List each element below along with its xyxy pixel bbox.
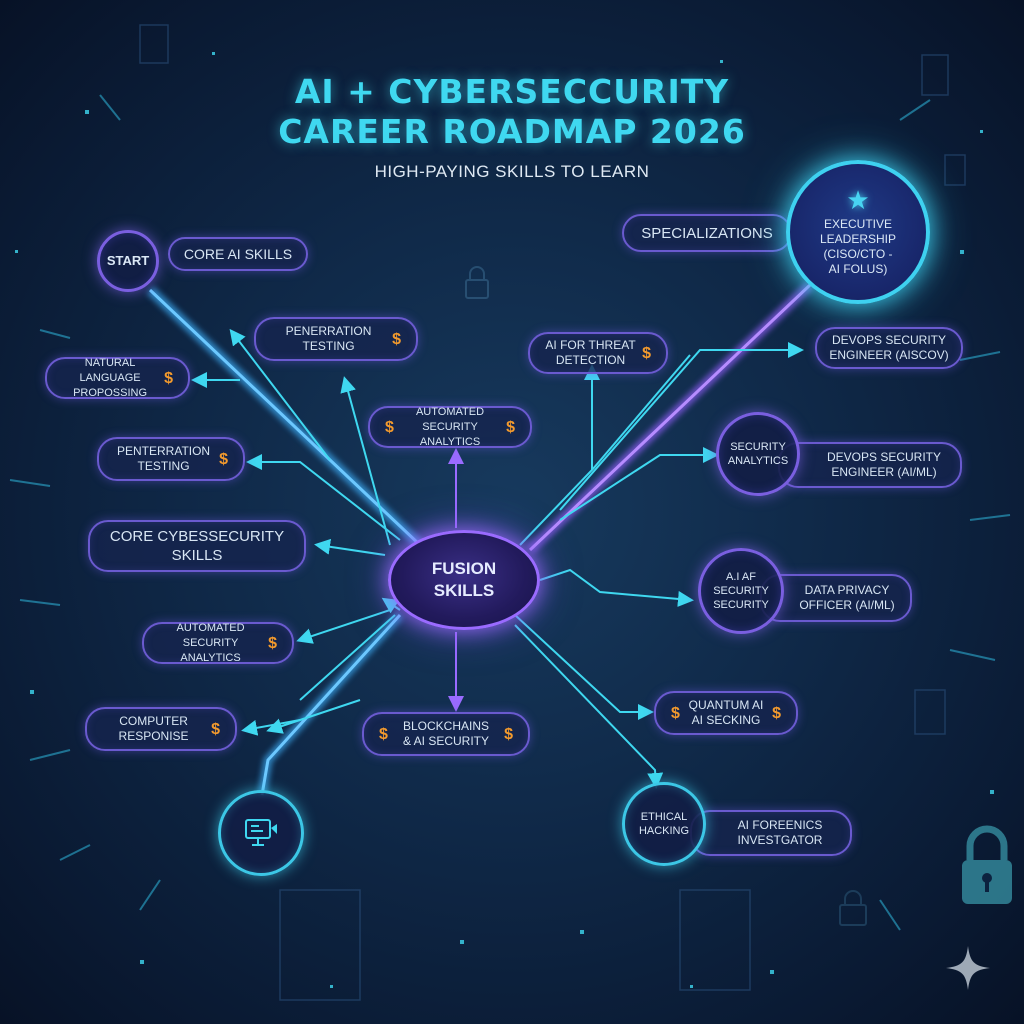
specializations-label: SPECIALIZATIONS — [641, 224, 773, 242]
ethical-hacking-circle-node[interactable]: ETHICAL HACKING — [622, 782, 706, 866]
executive-label-4: AI FOLUS) — [828, 262, 888, 276]
sparkle-icon — [946, 946, 990, 990]
core-ai-skills-node[interactable]: CORE AI SKILLS — [168, 237, 308, 271]
penetration-testing-top-label-1: PENERRATION — [285, 324, 372, 338]
executive-leadership-node[interactable]: ★ EXECUTIVE LEADERSHIP (CISO/CTO - AI FO… — [786, 160, 930, 304]
dollar-icon: $ — [671, 704, 680, 722]
automated-security-analytics-top-node[interactable]: $ AUTOMATED SECURITY ANALYTICS $ — [368, 406, 532, 448]
dollar-icon: $ — [164, 369, 173, 387]
blockchain-label-2: & AI SECURITY — [402, 734, 490, 748]
executive-label-2: LEADERSHIP — [819, 232, 897, 246]
dollar-icon: $ — [504, 725, 513, 743]
padlock-icon — [465, 266, 489, 299]
ethical-label-1: ETHICAL — [640, 811, 688, 823]
data-privacy-label-2: OFFICER (AI/ML) — [799, 598, 895, 612]
dollar-icon: $ — [211, 720, 220, 738]
nlp-node[interactable]: NATURAL LANGUAGE PROPOSSING $ — [45, 357, 190, 399]
forensics-label-1: AI FOREENICS — [737, 818, 823, 832]
monitor-icon — [245, 819, 277, 846]
core-cyber-label-1: CORE CYBESSECURITY — [109, 528, 285, 545]
security-analytics-circle-node[interactable]: SECURITY ANALYTICS — [716, 412, 800, 496]
dollar-icon: $ — [392, 330, 401, 348]
dollar-icon: $ — [642, 344, 651, 362]
core-cyber-label-2: SKILLS — [171, 547, 223, 564]
ai-security-circle-node[interactable]: A.I AF SECURITY SECURITY — [698, 548, 784, 634]
nlp-label-1: NATURAL LANGUAGE — [79, 356, 141, 384]
ai-threat-label-2: DETECTION — [555, 353, 626, 367]
start-node[interactable]: START — [97, 230, 159, 292]
automated-top-label-2: SECURITY ANALYTICS — [419, 420, 481, 448]
ai-security-label-1: A.I AF — [726, 571, 756, 583]
nlp-label-2: PROPOSSING — [73, 386, 148, 399]
title-line-1: AI + CYBERSECCURITY — [294, 72, 730, 111]
penetration-testing-mid-label-1: PENTERRATION — [116, 444, 211, 458]
devops-top-label-2: ENGINEER (AISCOV) — [829, 348, 949, 362]
dollar-icon: $ — [385, 418, 394, 436]
start-label: START — [106, 253, 150, 268]
automated-top-label-1: AUTOMATED — [415, 405, 485, 418]
padlock-icon — [962, 825, 1012, 904]
penetration-testing-top-label-2: TESTING — [302, 339, 355, 353]
ai-security-label-3: SECURITY — [713, 599, 769, 611]
fusion-skills-node[interactable]: FUSION SKILLS — [388, 530, 540, 630]
automated-security-analytics-left-node[interactable]: AUTOMATED SECURITY ANALYTICS $ — [142, 622, 294, 664]
computer-response-label-1: COMPUTER — [119, 714, 188, 728]
dollar-icon: $ — [506, 418, 515, 436]
penetration-testing-mid-label-2: TESTING — [137, 459, 190, 473]
fusion-label-1: FUSION — [431, 559, 497, 578]
core-ai-skills-label: CORE AI SKILLS — [183, 245, 293, 262]
devops-top-label-1: DEVOPS SECURITY — [831, 333, 947, 347]
blockchain-label-1: BLOCKCHAINS — [402, 719, 490, 733]
security-analytics-label-2: ANALYTICS — [727, 455, 789, 467]
quantum-label-2: AI SECKING — [691, 713, 761, 727]
padlock-icon — [839, 890, 867, 926]
title-line-2: CAREER ROADMAP 2026 — [278, 112, 746, 151]
ai-threat-label-1: AI FOR THREAT — [545, 338, 636, 352]
subtitle: HIGH-PAYING SKILLS TO LEARN — [374, 162, 650, 181]
devops-mid-label-2: ENGINEER (AI/ML) — [831, 465, 937, 479]
monitor-node[interactable] — [218, 790, 304, 876]
security-analytics-label-1: SECURITY — [730, 441, 786, 453]
forensics-label-2: INVESTGATOR — [737, 833, 823, 847]
core-cybersecurity-skills-node[interactable]: CORE CYBESSECURITY SKILLS — [88, 520, 306, 572]
fusion-label-2: SKILLS — [433, 581, 495, 600]
dollar-icon: $ — [772, 704, 781, 722]
ethical-label-2: HACKING — [638, 825, 690, 837]
computer-response-label-2: RESPONISE — [118, 729, 189, 743]
automated-left-label-2: ANALYTICS — [180, 651, 241, 664]
specializations-node[interactable]: SPECIALIZATIONS — [622, 214, 792, 252]
executive-label-1: EXECUTIVE — [823, 217, 892, 231]
data-privacy-label-1: DATA PRIVACY — [804, 583, 890, 597]
dollar-icon: $ — [219, 450, 228, 468]
star-icon: ★ — [846, 185, 870, 215]
blockchain-ai-security-node[interactable]: $ BLOCKCHAINS& AI SECURITY $ — [362, 712, 530, 756]
executive-label-3: (CISO/CTO - — [823, 247, 893, 261]
dollar-icon: $ — [379, 725, 388, 743]
ai-security-label-2: SECURITY — [713, 585, 769, 597]
dollar-icon: $ — [268, 634, 277, 652]
automated-left-label-1: AUTOMATED SECURITY — [176, 621, 245, 649]
devops-mid-label-1: DEVOPS SECURITY — [826, 450, 942, 464]
quantum-label-1: QUANTUM AI — [688, 698, 764, 712]
